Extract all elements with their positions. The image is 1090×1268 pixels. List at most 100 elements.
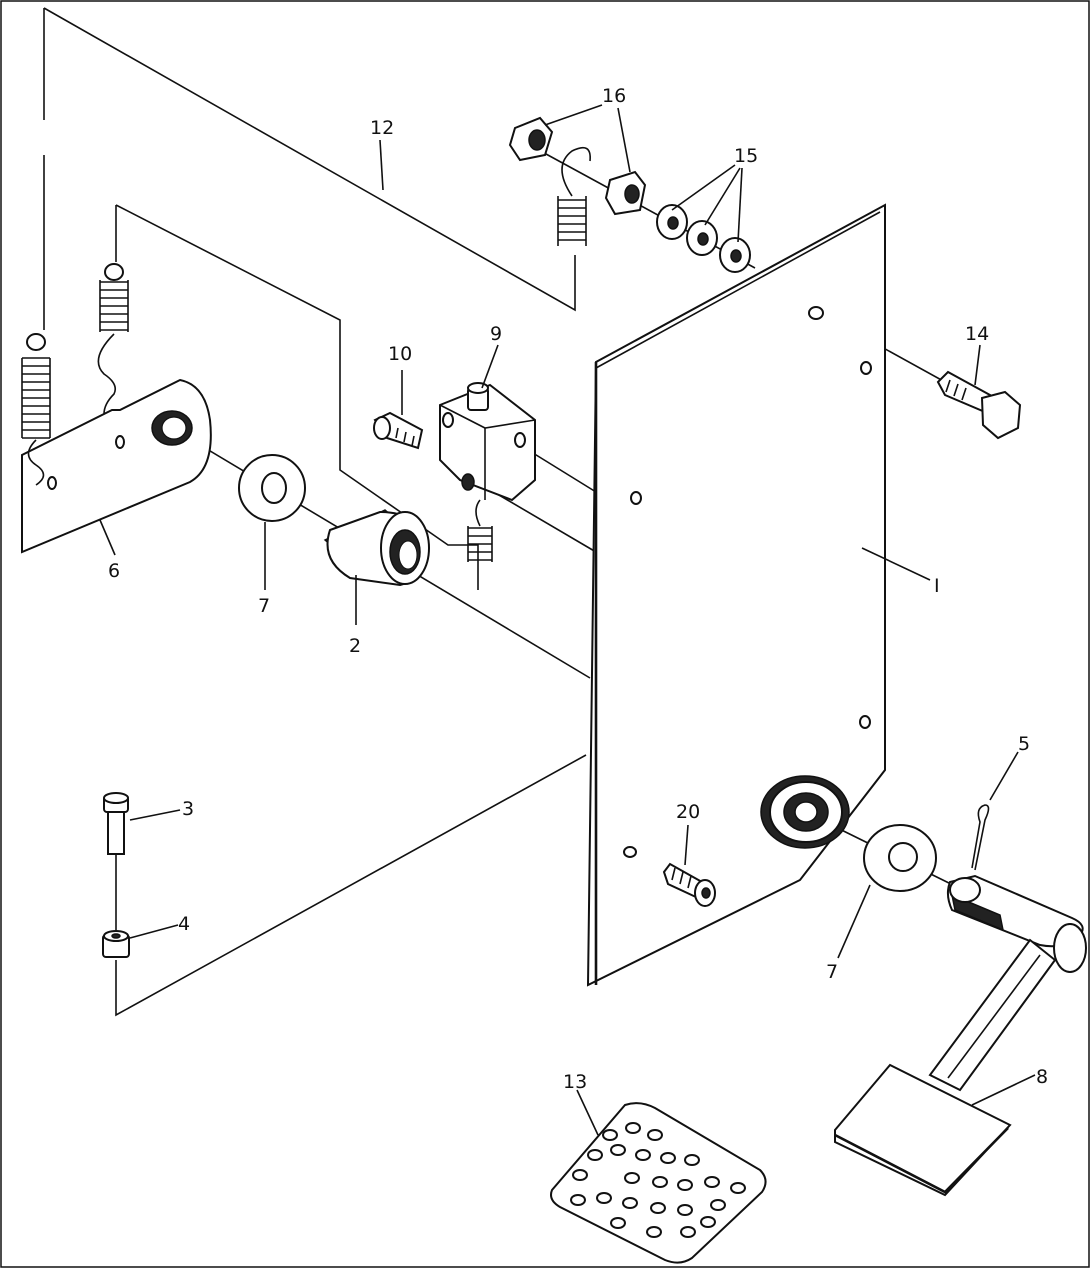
callout-5: 5 bbox=[1018, 733, 1030, 755]
cotter-pin-body bbox=[971, 804, 990, 871]
spring-left bbox=[21, 333, 51, 486]
bolt-20 bbox=[662, 862, 716, 907]
valve-port bbox=[442, 412, 454, 428]
leader-16 bbox=[617, 107, 631, 173]
washer-inner bbox=[888, 842, 918, 872]
bolt-thread bbox=[671, 867, 692, 889]
callout-6: 6 bbox=[108, 560, 120, 582]
plate-hole bbox=[859, 715, 871, 729]
valve-cap-top bbox=[467, 382, 489, 394]
spring-hook bbox=[97, 333, 117, 415]
pedal-pad bbox=[834, 1063, 1012, 1197]
callout-12: 12 bbox=[370, 117, 394, 139]
leader-6 bbox=[99, 519, 116, 556]
leader-13 bbox=[576, 1089, 599, 1136]
pivot-bore-inner bbox=[794, 801, 818, 823]
spring-coils bbox=[22, 357, 50, 439]
spring-coils bbox=[558, 199, 586, 241]
bolt-shank bbox=[107, 809, 125, 855]
callout-7-right: 7 bbox=[826, 961, 838, 983]
pedal-pad-edge bbox=[834, 1127, 1009, 1194]
spring-hook bbox=[104, 263, 124, 281]
leader-7b bbox=[837, 884, 871, 959]
bracket-small-hole bbox=[47, 476, 57, 490]
nut-hole bbox=[528, 129, 546, 151]
pedal-lever bbox=[834, 874, 1087, 1197]
callout-15: 15 bbox=[734, 145, 758, 167]
bracket-hole-inner bbox=[161, 416, 187, 440]
nut-4 bbox=[102, 930, 130, 958]
callout-7-left: 7 bbox=[258, 595, 270, 617]
plate-hole bbox=[808, 306, 824, 320]
bolt-head bbox=[373, 416, 391, 440]
nut-16b bbox=[604, 170, 647, 216]
washer-hole bbox=[667, 216, 679, 230]
spring-sides bbox=[99, 280, 129, 332]
callout-2: 2 bbox=[349, 635, 361, 657]
pedal-cover bbox=[550, 1102, 767, 1264]
bracket-small-hole bbox=[115, 435, 125, 449]
callout-1: I bbox=[934, 575, 940, 597]
pedal-shaft-shade bbox=[950, 893, 1005, 932]
leader-5 bbox=[989, 751, 1019, 801]
plate-hole bbox=[860, 361, 872, 375]
leader-9 bbox=[481, 344, 499, 389]
bolt-14 bbox=[936, 370, 1022, 440]
callout-3: 3 bbox=[182, 798, 194, 820]
washer-hole bbox=[697, 232, 709, 246]
callout-leaders bbox=[99, 104, 1036, 1136]
spring-coils bbox=[468, 527, 492, 561]
callout-14: 14 bbox=[965, 323, 989, 345]
spring-coils bbox=[100, 281, 128, 331]
washer-hole bbox=[730, 249, 742, 263]
plate-face bbox=[586, 203, 886, 987]
callout-13: 13 bbox=[563, 1071, 587, 1093]
leader-15 bbox=[737, 167, 743, 243]
lever-bracket bbox=[21, 378, 212, 554]
callout-4: 4 bbox=[178, 913, 190, 935]
bolt-socket bbox=[701, 887, 711, 899]
spring-sides bbox=[467, 526, 493, 562]
pedal-shaft-end bbox=[949, 877, 981, 903]
callout-16: 16 bbox=[602, 85, 626, 107]
leader-1 bbox=[861, 547, 931, 581]
spring-sides bbox=[557, 196, 587, 246]
plate-hole bbox=[623, 846, 637, 858]
washers-15 bbox=[656, 204, 751, 273]
valve-port bbox=[514, 432, 526, 448]
bolt-head bbox=[980, 390, 1022, 440]
spring-valve bbox=[467, 499, 493, 562]
spring-sides bbox=[21, 358, 51, 438]
leader-15 bbox=[671, 164, 736, 211]
spring-hook bbox=[561, 146, 591, 197]
leader-line bbox=[115, 754, 587, 1017]
pedal-arm-edge bbox=[947, 954, 1041, 1079]
leader-15 bbox=[704, 167, 741, 226]
leader-8 bbox=[971, 1074, 1036, 1106]
spring-hook bbox=[26, 333, 46, 351]
bolt-thread bbox=[395, 427, 415, 447]
callout-labels: 12 16 15 14 9 10 I 6 7 2 3 4 20 5 7 8 13 bbox=[108, 85, 1048, 1093]
callout-10: 10 bbox=[388, 343, 412, 365]
washer-left bbox=[238, 454, 306, 522]
washer-inner bbox=[261, 472, 287, 504]
leader-14 bbox=[974, 344, 981, 386]
washer-right bbox=[863, 824, 937, 892]
bolt-thread bbox=[945, 379, 967, 401]
spring-hook bbox=[475, 499, 481, 527]
bushing bbox=[323, 509, 430, 587]
nut-hole bbox=[111, 933, 121, 939]
leader-4 bbox=[129, 924, 179, 939]
leader-20 bbox=[684, 824, 689, 866]
bushing-bore-inner bbox=[398, 540, 418, 570]
nut-16a bbox=[508, 116, 554, 162]
axis-line bbox=[534, 147, 756, 269]
leader-16 bbox=[544, 104, 603, 126]
plate-edge bbox=[595, 211, 881, 369]
callout-8: 8 bbox=[1036, 1066, 1048, 1088]
plate-hole bbox=[630, 491, 642, 505]
mounting-plate bbox=[586, 203, 886, 987]
